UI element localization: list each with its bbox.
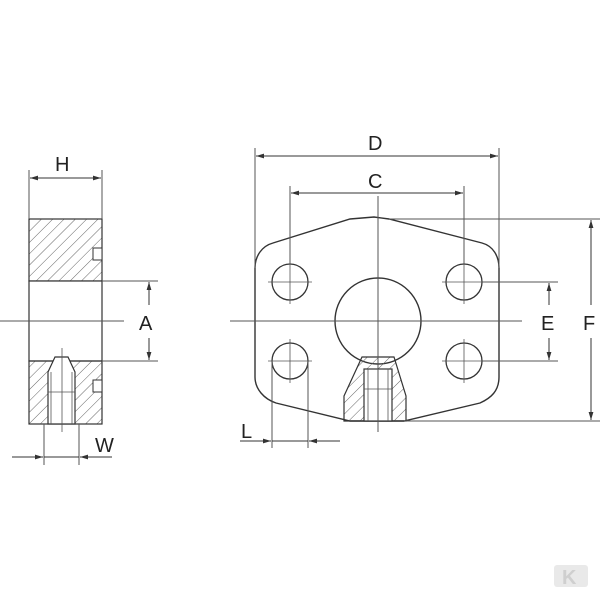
dim-h-label: H: [55, 154, 69, 176]
dim-e-label: E: [541, 313, 554, 335]
brand-watermark-logo: K: [554, 565, 588, 589]
dim-d-label: D: [368, 133, 382, 155]
dim-a-label: A: [139, 313, 153, 335]
front-view: D C E F L: [230, 133, 600, 448]
dim-c-label: C: [368, 171, 382, 193]
side-notch-top: [92, 247, 103, 261]
dim-l-label: L: [241, 421, 252, 443]
watermark-letter: K: [562, 567, 577, 589]
dim-f-label: F: [583, 313, 595, 335]
dim-w-label: W: [95, 435, 114, 457]
side-top-section: [28, 218, 103, 282]
side-notch-bottom: [92, 379, 103, 393]
side-threaded-hole: [47, 356, 76, 425]
side-view: H A W: [0, 154, 158, 465]
